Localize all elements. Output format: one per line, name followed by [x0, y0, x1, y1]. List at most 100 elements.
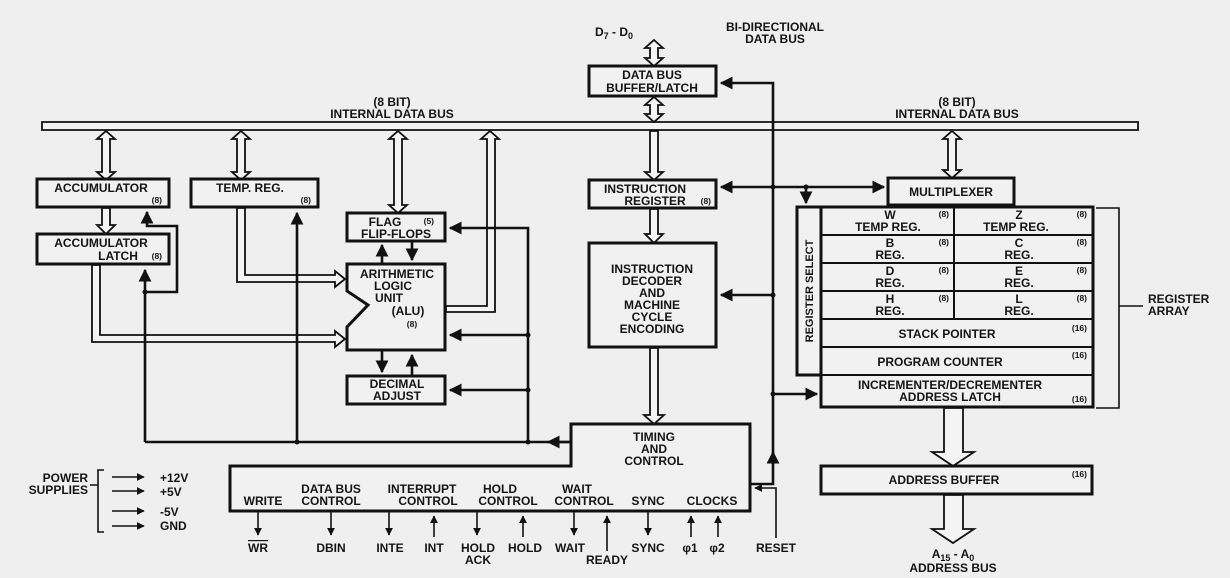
alu-label-4: (ALU)	[392, 304, 425, 318]
data-bus-buffer-box[interactable]	[587, 64, 718, 98]
control-to-buffer-wire	[719, 76, 775, 464]
pin-ready-label[interactable]: READY	[586, 553, 628, 567]
group-hold-label-1: HOLD	[483, 482, 517, 496]
program-counter[interactable]: PROGRAM COUNTER (16)	[877, 350, 1087, 369]
register-array-box	[819, 205, 1095, 409]
power-rail-5v: +5V	[160, 485, 182, 499]
address-buffer-box[interactable]	[819, 464, 1094, 496]
acc-to-latch-arrow	[94, 207, 118, 236]
temp-reg-bus-double-arrow	[229, 129, 253, 182]
accumulator-latch-label-1: ACCUMULATOR	[54, 236, 148, 250]
group-clocks-label: CLOCKS	[687, 494, 738, 508]
register-d[interactable]: D REG. (8)	[875, 264, 949, 290]
power-rail-neg5v: -5V	[160, 505, 179, 519]
register-b[interactable]: B REG. (8)	[875, 236, 949, 262]
reg-h-sub: REG.	[875, 304, 904, 318]
flag-flip-flops-box[interactable]	[345, 211, 447, 243]
pin-reset-label[interactable]: RESET	[756, 541, 797, 555]
group-databus-label-2: CONTROL	[301, 494, 360, 508]
pins: WR DBIN INTE INT HOLD ACK HOLD WAIT READ…	[248, 484, 797, 567]
reg-c-name: C	[1015, 236, 1024, 250]
pin-sync-label[interactable]: SYNC	[631, 541, 665, 555]
multiplexer-box[interactable]	[886, 176, 1016, 207]
bus-to-ir-arrow	[642, 130, 666, 182]
reg-b-bits: (8)	[939, 237, 950, 247]
temp-reg-box[interactable]	[189, 177, 320, 209]
power-rail-12v: +12V	[160, 471, 188, 485]
data-bus-buffer-label-1: DATA BUS	[622, 68, 682, 82]
address-bus-label: ADDRESS BUS	[909, 561, 996, 575]
accumulator-label: ACCUMULATOR	[54, 181, 148, 195]
power-label-2: SUPPLIES	[29, 483, 88, 497]
timing-label-1: TIMING	[633, 430, 675, 444]
incrementer-label-1: INCREMENTER/DECREMENTER	[858, 378, 1042, 392]
register-c[interactable]: C REG. (8)	[1004, 236, 1087, 262]
accumulator-latch-label-2: LATCH	[98, 249, 138, 263]
pin-inte-label[interactable]: INTE	[376, 541, 403, 555]
address-buffer-out-arrow	[929, 494, 977, 545]
register-w[interactable]: W TEMP REG. (8)	[855, 208, 949, 234]
pin-hold-label[interactable]: HOLD	[508, 541, 542, 555]
reg-e-name: E	[1015, 264, 1023, 278]
group-hold-label-2: CONTROL	[478, 494, 537, 508]
alu-label-3: UNIT	[375, 291, 404, 305]
reg-l-name: L	[1015, 292, 1022, 306]
junction-dot	[770, 391, 776, 397]
pin-dbin-label[interactable]: DBIN	[316, 541, 345, 555]
group-wait-label-1: WAIT	[562, 482, 593, 496]
accumulator-bits: (8)	[152, 195, 163, 205]
reg-w-name: W	[884, 208, 896, 222]
address-buffer-bits: (16)	[1072, 469, 1087, 479]
reg-d-name: D	[886, 264, 895, 278]
register-h[interactable]: H REG. (8)	[875, 292, 949, 318]
buffer-bus-double-arrow	[642, 95, 666, 124]
pin-int-label[interactable]: INT	[424, 541, 444, 555]
pin-wait-label[interactable]: WAIT	[555, 541, 586, 555]
pin-wr-label[interactable]: WR	[248, 541, 268, 555]
junction-dot	[803, 184, 809, 190]
power-supplies: POWER SUPPLIES +12V +5V -5V GND	[29, 469, 188, 533]
reg-e-sub: REG.	[1004, 276, 1033, 290]
internal-bus-label-right-1: (8 BIT)	[938, 95, 975, 109]
accumulator-box[interactable]	[35, 177, 171, 209]
reg-z-name: Z	[1015, 208, 1022, 222]
flag-bits: (5)	[424, 216, 435, 226]
reg-w-bits: (8)	[939, 209, 950, 219]
ir-bits: (8)	[701, 196, 712, 206]
pin-holdack-label-2[interactable]: ACK	[465, 553, 491, 567]
pin-holdack-label-1[interactable]: HOLD	[461, 541, 495, 555]
ir-to-decoder-arrow	[642, 208, 666, 245]
instruction-decoder-box[interactable]	[587, 241, 718, 349]
stack-pointer[interactable]: STACK POINTER (16)	[898, 323, 1087, 341]
bidirectional-bus-label-1: BI-DIRECTIONAL	[726, 20, 824, 34]
register-array-label-1: REGISTER	[1148, 292, 1210, 306]
instruction-register-box[interactable]	[587, 178, 718, 210]
group-wait-label-2: CONTROL	[554, 494, 613, 508]
register-l[interactable]: L REG. (8)	[1004, 292, 1087, 318]
group-interrupt-label-2: CONTROL	[398, 494, 457, 508]
temp-reg-to-alu-path	[236, 207, 347, 289]
register-z[interactable]: Z TEMP REG. (8)	[983, 208, 1087, 234]
temp-reg-bits: (8)	[301, 195, 312, 205]
junction-dot	[525, 439, 531, 445]
control-group-labels: WRITE DATA BUS CONTROL INTERRUPT CONTROL…	[244, 482, 738, 508]
timing-control-box[interactable]	[228, 422, 752, 513]
temp-reg-label: TEMP. REG.	[216, 181, 284, 195]
register-select-label: REGISTER SELECT	[804, 239, 816, 342]
accumulator-latch-box[interactable]	[35, 232, 171, 266]
latch-to-address-buffer-arrow	[929, 407, 977, 468]
accumulator-bus-double-arrow	[94, 129, 118, 182]
junction-dot	[770, 292, 776, 298]
timing-label-2: AND	[641, 442, 667, 456]
incrementer-decrementer[interactable]: INCREMENTER/DECREMENTER ADDRESS LATCH (1…	[858, 378, 1087, 404]
pin-phi1-label[interactable]: φ1	[682, 541, 698, 555]
decimal-adjust-box[interactable]	[345, 374, 447, 406]
reg-h-bits: (8)	[939, 293, 950, 303]
address-buffer-label: ADDRESS BUFFER	[889, 473, 1000, 487]
group-write-label: WRITE	[244, 494, 283, 508]
timing-to-control-up-wire	[750, 450, 780, 486]
reg-d-bits: (8)	[939, 265, 950, 275]
register-e[interactable]: E REG. (8)	[1004, 264, 1087, 290]
alu-box[interactable]	[345, 262, 447, 352]
pin-phi2-label[interactable]: φ2	[709, 541, 725, 555]
